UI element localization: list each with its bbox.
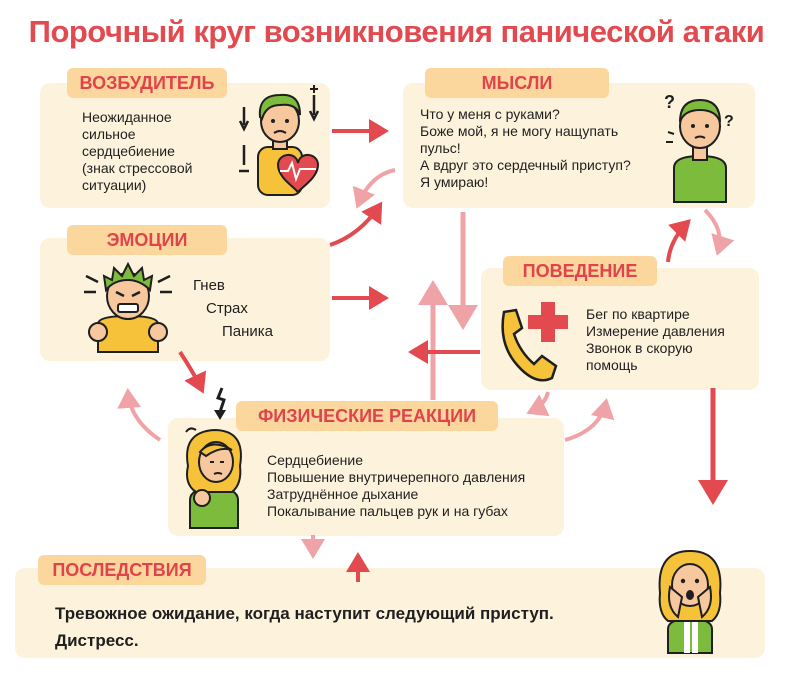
physical-text: Сердцебиение Повышение внутричерепного д…: [267, 452, 525, 520]
diagram-title: Порочный круг возникновения панической а…: [28, 14, 765, 49]
behavior-label: ПОВЕДЕНИЕ: [503, 256, 657, 286]
behavior-line: Измерение давления: [586, 323, 725, 339]
consequences-label: ПОСЛЕДСТВИЯ: [38, 555, 206, 585]
dizzy-woman-icon: [185, 427, 242, 529]
behavior-text: Бег по квартире Измерение давления Звоно…: [586, 306, 725, 374]
trigger-text: Неожиданное сильное сердцебиение (знак с…: [82, 109, 192, 194]
emotion-item: Страх: [206, 300, 248, 317]
trigger-line: ситуации): [82, 177, 147, 193]
arrow-black-head: [214, 410, 226, 420]
svg-text:?: ?: [664, 92, 675, 112]
emotions-label: ЭМОЦИИ: [67, 225, 227, 255]
arrow-emotions-to-physical: [178, 350, 207, 394]
svg-text:?: ?: [724, 113, 734, 130]
arrow-physical-to-behavior: [564, 398, 615, 442]
thoughts-line: Боже мой, я не могу нащупать: [420, 123, 619, 139]
arrow-behavior-to-thoughts: [666, 219, 691, 263]
scared-woman-icon: [658, 549, 722, 654]
physical-line: Покалывание пальцев рук и на губах: [267, 503, 508, 519]
confused-man-icon: ? ?: [664, 92, 734, 203]
arrow-emotions-to-thoughts: [329, 201, 383, 247]
arrow-black-down: [216, 387, 226, 413]
consequences-line: Дистресс.: [55, 631, 139, 650]
trigger-line: сердцебиение: [82, 143, 175, 159]
thoughts-line: Я умираю!: [420, 174, 489, 190]
emotion-item: Гнев: [193, 277, 225, 294]
arrow-behavior-to-physical: [526, 391, 550, 417]
thoughts-line: А вдруг это сердечный приступ?: [420, 157, 631, 173]
emotions-box: [40, 238, 330, 361]
physical-line: Повышение внутричерепного давления: [267, 469, 526, 485]
thoughts-line: пульс!: [420, 140, 461, 156]
physical-line: Затруднённое дыхание: [267, 486, 419, 502]
trigger-label: ВОЗБУДИТЕЛЬ: [67, 68, 227, 98]
physical-label: ФИЗИЧЕСКИЕ РЕАКЦИИ: [236, 401, 498, 431]
thoughts-text: Что у меня с руками? Боже мой, я не могу…: [420, 106, 631, 191]
arrow-physical-to-emotions: [117, 388, 162, 442]
medical-cross-icon: [528, 302, 568, 342]
behavior-line: Бег по квартире: [586, 306, 690, 322]
trigger-line: Неожиданное: [82, 109, 172, 125]
stressed-man-heart-icon: [238, 85, 320, 196]
consequences-line: Тревожное ожидание, когда наступит следу…: [55, 604, 554, 623]
arrow-thoughts-to-behavior: [703, 208, 735, 256]
angry-man-icon: [84, 262, 172, 353]
thoughts-line: Что у меня с руками?: [420, 106, 560, 122]
physical-line: Сердцебиение: [267, 452, 363, 468]
phone-icon: [501, 308, 558, 382]
emotion-item: Паника: [222, 323, 274, 340]
behavior-line: помощь: [586, 357, 638, 373]
trigger-line: (знак стрессовой: [82, 160, 193, 176]
arrow-thoughts-to-emotions: [352, 168, 396, 209]
thoughts-label: МЫСЛИ: [425, 68, 609, 98]
consequences-text: Тревожное ожидание, когда наступит следу…: [55, 600, 554, 654]
behavior-line: Звонок в скорую: [586, 340, 693, 356]
trigger-line: сильное: [82, 126, 136, 142]
